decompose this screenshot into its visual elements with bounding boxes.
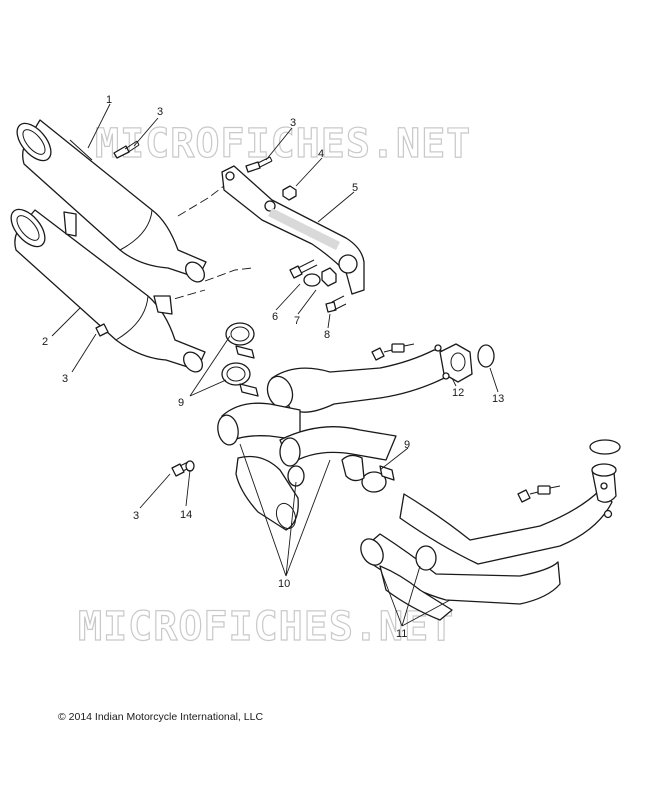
- callout-3-upper-left: 3: [157, 106, 163, 118]
- bolt-upper-left: [113, 140, 140, 159]
- bolt-lower-left: [95, 323, 109, 337]
- clamp-lower: [221, 362, 259, 397]
- callout-7: 7: [294, 315, 300, 327]
- clamp-head-pipe: [361, 465, 395, 493]
- bolt-8: [325, 295, 347, 313]
- nut-4: [282, 185, 297, 201]
- callout-12: 12: [452, 387, 464, 399]
- callout-6: 6: [272, 311, 278, 323]
- callout-9-clamps: 9: [178, 397, 184, 409]
- callout-labels: 1 2 3 3 3 3 4 5 6 7 8 9 9 10 11 12 13 14: [42, 94, 504, 640]
- callout-4: 4: [318, 148, 324, 160]
- watermark-top: MICROFICHES.NET: [95, 121, 471, 167]
- callout-5: 5: [352, 182, 358, 194]
- bolt-bracket: [245, 156, 273, 173]
- callout-10: 10: [278, 578, 290, 590]
- gasket-13: [477, 344, 495, 368]
- washer-nut-7: [303, 267, 337, 287]
- oxygen-sensor-lower: [517, 485, 561, 503]
- watermark-bottom: MICROFICHES.NET: [78, 604, 454, 650]
- bolt-6: [289, 259, 318, 279]
- mounting-bracket: [221, 165, 365, 295]
- callout-13: 13: [492, 393, 504, 405]
- callout-3-lower-left: 3: [62, 373, 68, 385]
- head-pipe-rear: [360, 463, 617, 621]
- callout-14: 14: [180, 509, 192, 521]
- clamp-upper: [225, 322, 255, 359]
- callout-3-bracket: 3: [290, 117, 296, 129]
- callout-1: 1: [106, 94, 112, 106]
- oxygen-sensor-upper: [371, 343, 415, 361]
- muffler-lower: [10, 208, 206, 373]
- callout-3-pipe-mount: 3: [133, 510, 139, 522]
- assembly-guide-lines: [149, 182, 253, 307]
- copyright-notice: © 2014 Indian Motorcycle International, …: [58, 711, 264, 723]
- leader-lines: [51, 103, 499, 627]
- washer-14: [185, 460, 195, 472]
- flange-12: [434, 343, 473, 383]
- gasket-lower: [589, 439, 621, 455]
- muffler-upper: [16, 119, 207, 283]
- callout-8: 8: [324, 329, 330, 341]
- head-pipe-front: [217, 349, 457, 531]
- callout-11: 11: [396, 628, 407, 640]
- callout-9-head-pipe: 9: [404, 439, 410, 451]
- callout-2: 2: [42, 336, 48, 348]
